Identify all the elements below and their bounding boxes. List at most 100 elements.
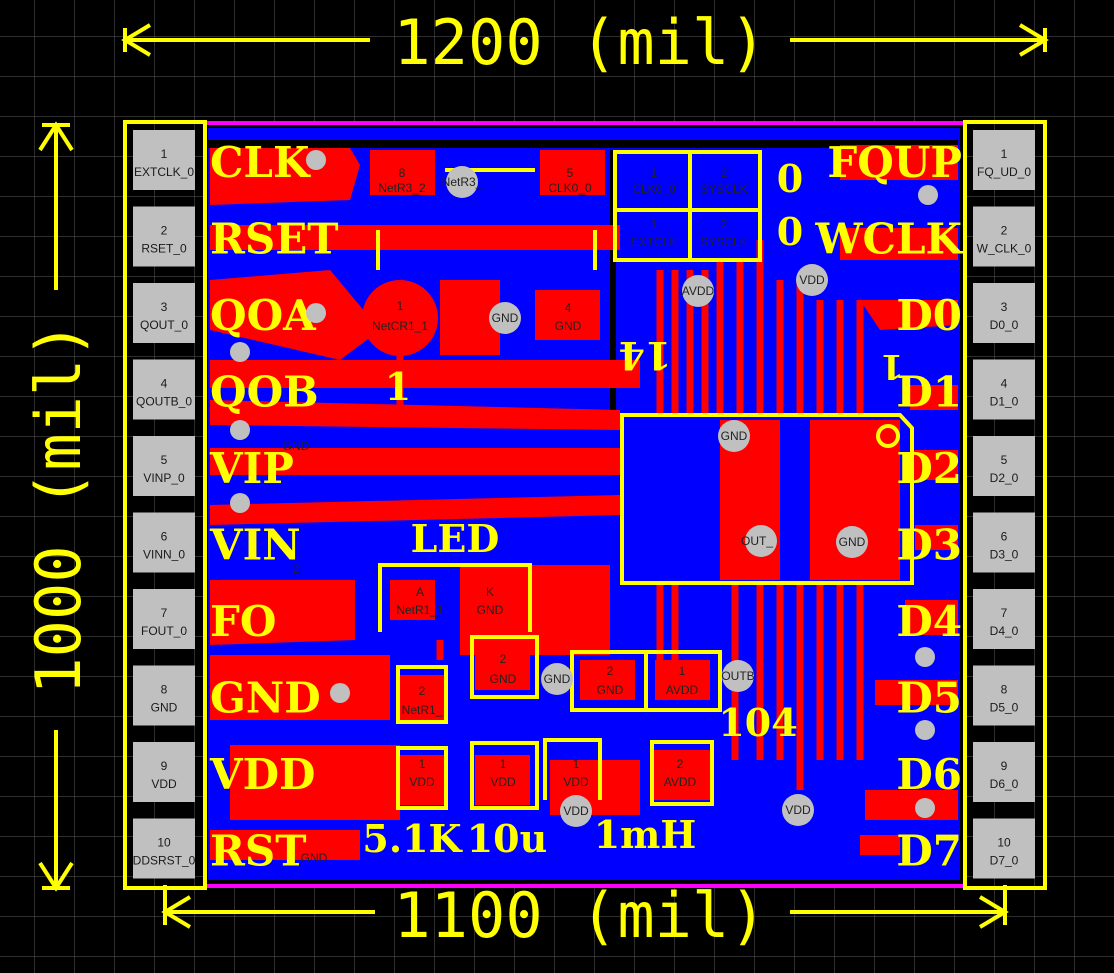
gnd-via-mid: GND — [541, 663, 573, 695]
header-pad — [973, 283, 1035, 343]
r3-pad-8: 8 NetR3_2 — [378, 166, 426, 195]
component-pads: 8 NetR3_2 NetR3_ 5 CLK0_0 1 CLK0_0 2 SYS… — [230, 150, 938, 865]
pad-number: 8 — [1001, 683, 1008, 697]
pad-net: D2_0 — [990, 471, 1019, 485]
via-fqup — [918, 185, 938, 205]
gnd-via-cr1: GND — [489, 302, 521, 334]
via-d4 — [915, 647, 935, 667]
header-pad — [133, 589, 195, 649]
pad-net: QOUT_0 — [140, 318, 188, 332]
left-gnd-small: GND — [283, 439, 310, 453]
jext-pad1-num: 1 — [651, 217, 658, 231]
led-pad-a-net: NetR1_1 — [396, 603, 444, 617]
pad-number: 6 — [1001, 530, 1008, 544]
led-pad-a: A NetR1_1 — [396, 585, 444, 617]
jclk-pad1-num: 1 — [651, 166, 658, 180]
r1-pad1-num: 1 — [419, 757, 426, 771]
pin-label: CLK — [210, 138, 311, 187]
vdd-via-bottom: VDD — [782, 794, 814, 826]
l-pad-1: 1 VDD — [563, 757, 589, 789]
pad-number: 10 — [997, 836, 1011, 850]
gnd-via-cr1-label: GND — [492, 311, 519, 325]
ic-out-via-label: OUT_ — [741, 534, 773, 548]
pad-net: GND — [151, 701, 178, 715]
header-pad — [133, 436, 195, 496]
header-pad — [133, 130, 195, 190]
cap104-pad2-num: 2 — [607, 664, 614, 678]
cr1-pad-num: 1 — [397, 299, 404, 313]
pin-label: QOB — [210, 368, 319, 417]
l-pad-2: 2 AVDD — [664, 757, 697, 789]
dim-top-label: 1200 (mil) — [393, 6, 766, 79]
pin-label: GND — [210, 674, 321, 723]
header-pad — [973, 512, 1035, 573]
via-qoa — [306, 303, 326, 323]
pad-number: 4 — [1001, 377, 1008, 391]
c-pad2-num: 2 — [500, 652, 507, 666]
bottom-gnd-small: GND — [301, 851, 328, 865]
via-vip — [230, 493, 250, 513]
dim-bottom-label: 1100 (mil) — [393, 879, 766, 952]
pin-label: RSET — [210, 215, 339, 264]
header-pad — [973, 742, 1035, 802]
cap104-pad-2: 2 GND — [597, 664, 624, 697]
pad-number: 1 — [161, 147, 168, 161]
jext-pad1-net: EXTCLK — [631, 235, 678, 249]
ic-out-via: OUT_ — [741, 525, 777, 557]
r3-pad8-net: NetR3_2 — [378, 181, 426, 195]
r3-pad8-num: 8 — [399, 166, 406, 180]
c-pad1-net: VDD — [490, 775, 516, 789]
pad-net: D6_0 — [990, 777, 1019, 791]
header-pad — [133, 665, 195, 726]
pin-label: VIP — [209, 444, 294, 493]
pin-label: RST — [210, 827, 307, 876]
l-pad1-net: VDD — [563, 775, 589, 789]
pad-number: 3 — [161, 300, 168, 314]
ic-gnd-top: GND — [718, 420, 750, 452]
header-pad — [973, 359, 1035, 420]
jclk-pad2-net: SYSCLK — [700, 182, 747, 196]
pad-net: QOUTB_0 — [136, 395, 192, 409]
pad-net: D5_0 — [990, 701, 1019, 715]
right_header-pin: 5D2_0D2 — [896, 436, 1035, 496]
pad-net: FQ_UD_0 — [977, 165, 1031, 179]
r1-pad2-net: NetR1_ — [402, 703, 443, 717]
vdd-via-bottom-label: VDD — [785, 803, 811, 817]
r1-pad1-net: VDD — [409, 775, 435, 789]
pad-net: VDD — [151, 777, 177, 791]
c-value-label: 10u — [467, 816, 548, 861]
pad-net: DDSRST_0 — [133, 854, 196, 868]
pad-number: 2 — [161, 224, 168, 238]
l-pad2-net: AVDD — [664, 775, 697, 789]
pad-number: 2 — [1001, 224, 1008, 238]
l-value-label: 1mH — [594, 812, 697, 857]
via-clk — [306, 150, 326, 170]
via-gnd — [330, 683, 350, 703]
pin-label: D3 — [896, 521, 962, 570]
r3-pad5-net: CLK0_0 — [548, 181, 592, 195]
dim-left-label: 1000 (mil) — [22, 321, 95, 694]
pad-net: EXTCLK_0 — [134, 165, 194, 179]
c-pad2-net: GND — [490, 672, 517, 686]
vdd-via-top: VDD — [796, 264, 828, 296]
right_header-pin: 7D4_0D4 — [896, 589, 1035, 649]
l-pad2-num: 2 — [677, 757, 684, 771]
pin-label: FO — [210, 597, 276, 646]
cr1-pad4-net: GND — [555, 319, 582, 333]
ic-gnd-right-label: GND — [839, 535, 866, 549]
via-qoa-2 — [230, 342, 250, 362]
jumper-clk: 1 CLK0_0 2 SYSCLK 1 EXTCLK 2 SYSCLK — [631, 166, 748, 249]
gnd-via-mid-label: GND — [544, 672, 571, 686]
pad-number: 8 — [161, 683, 168, 697]
pin-label: D7 — [896, 827, 962, 876]
ic-pin1-mark: 1 — [880, 346, 904, 386]
pad-net: FOUT_0 — [141, 624, 187, 638]
